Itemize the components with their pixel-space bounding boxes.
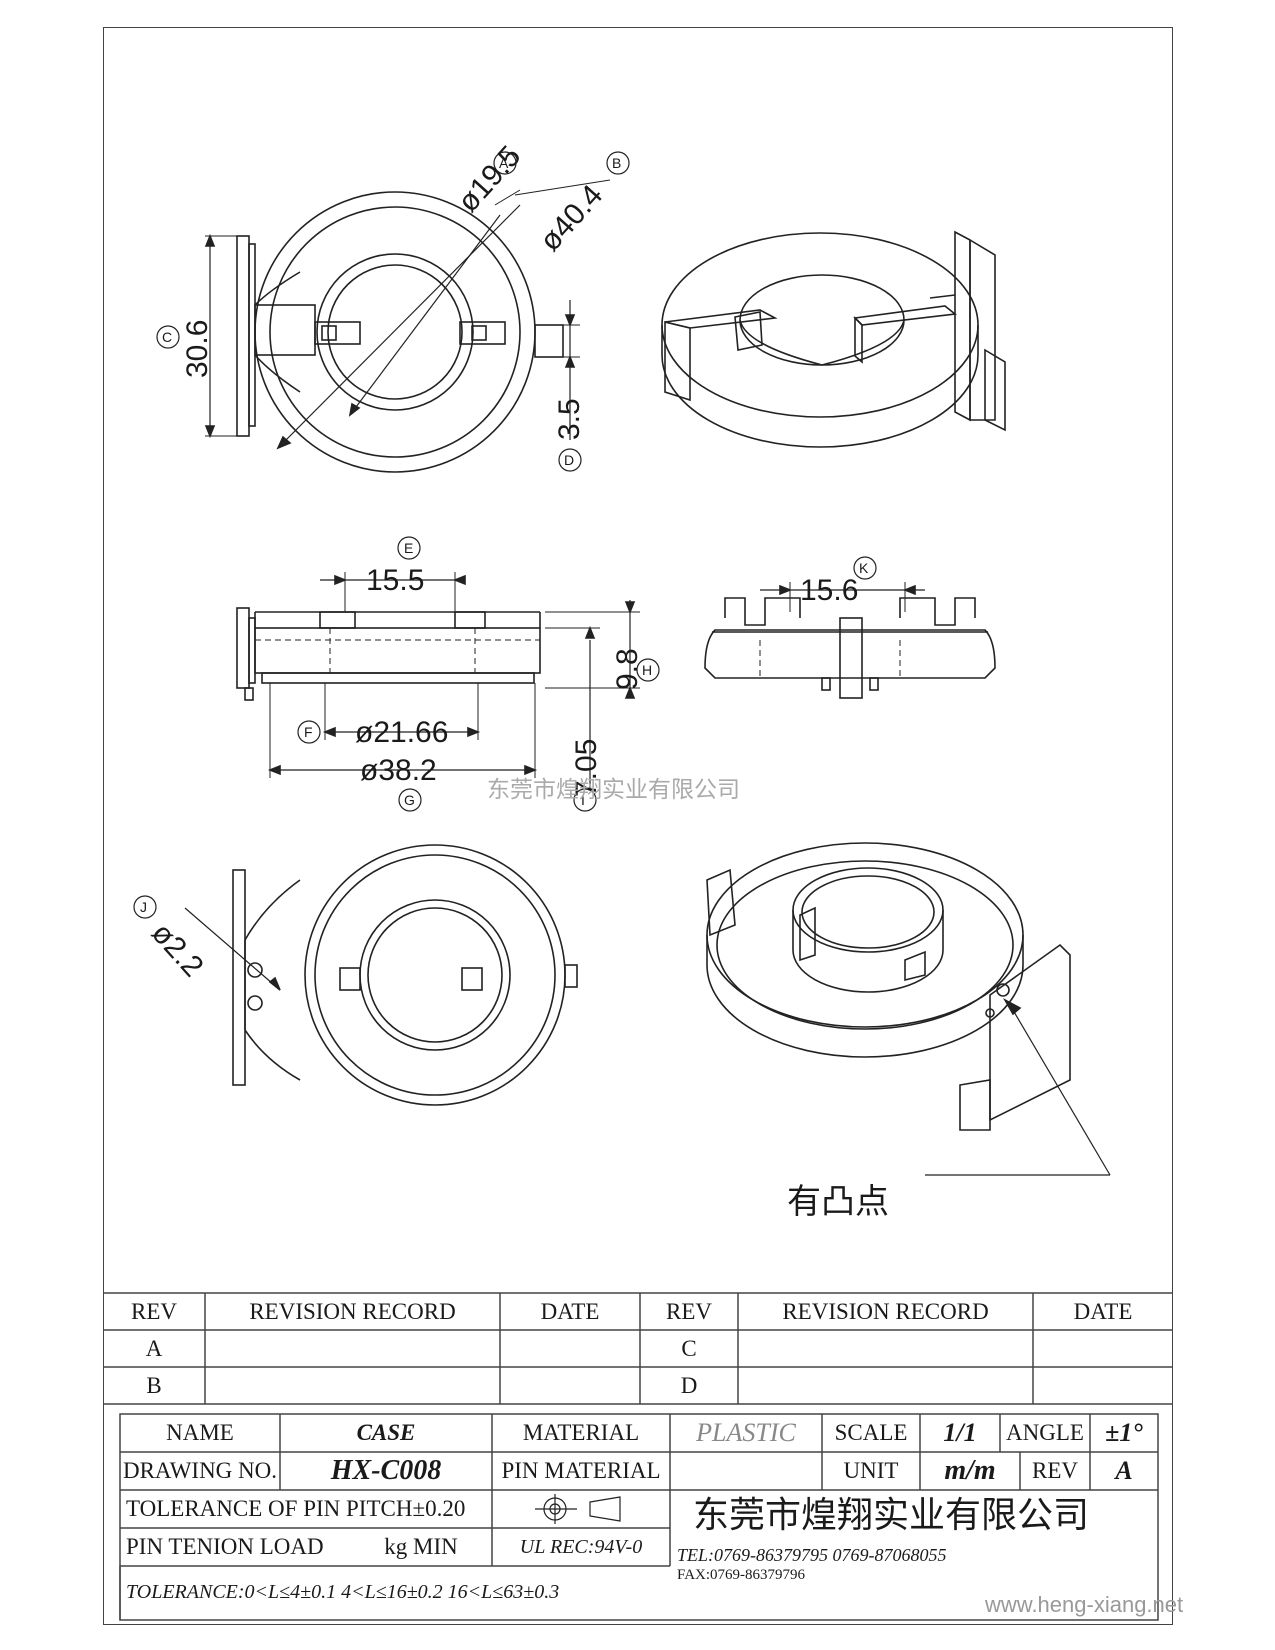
rev-header-2: REV — [666, 1298, 712, 1324]
rev-row-c: C — [681, 1335, 697, 1361]
scale-label: SCALE — [834, 1420, 908, 1445]
pin-material-label: PIN MATERIAL — [501, 1458, 661, 1483]
material-value: PLASTIC — [696, 1418, 796, 1447]
label-i: I — [581, 792, 585, 808]
dim-dia-f: ø21.66 — [355, 716, 449, 749]
ul-rec: UL REC:94V-0 — [519, 1535, 643, 1558]
label-k: K — [859, 560, 869, 576]
date-header-2: DATE — [1073, 1298, 1133, 1324]
iso-view-top — [661, 230, 1006, 448]
label-g: G — [404, 792, 415, 808]
label-j: J — [140, 899, 147, 915]
dim-height-h: 9.8 — [611, 648, 644, 690]
drawing-frame — [103, 27, 1173, 1625]
dim-height-c: 30.6 — [181, 319, 214, 378]
rev-row-d: D — [680, 1372, 698, 1398]
label-a: A — [499, 155, 509, 171]
pin-tenion-load: PIN TENION LOAD — [126, 1534, 324, 1559]
date-header-1: DATE — [540, 1298, 600, 1324]
label-h: H — [642, 662, 653, 678]
projection-symbol — [535, 1494, 621, 1524]
dim-dia-g: ø38.2 — [360, 754, 437, 787]
label-d: D — [564, 452, 575, 468]
revision-record-header-1: REVISION RECORD — [249, 1298, 456, 1324]
tolerance-pin-pitch: TOLERANCE OF PIN PITCH±0.20 — [126, 1496, 466, 1521]
revision-record-header-2: REVISION RECORD — [782, 1298, 989, 1324]
dim-slot-e: 15.5 — [366, 564, 425, 597]
rev-value: A — [1115, 1456, 1133, 1485]
website: www.heng-xiang.net — [985, 1592, 1184, 1617]
drawing-no-label: DRAWING NO. — [122, 1458, 278, 1483]
label-b: B — [612, 155, 622, 171]
iso-view-bottom — [706, 842, 1111, 1176]
part-name: CASE — [356, 1420, 416, 1445]
company-tel: TEL:0769-86379795 0769-87068055 — [677, 1545, 947, 1565]
rev-header-1: REV — [131, 1298, 177, 1324]
tolerance-line: TOLERANCE:0<L≤4±0.1 4<L≤16±0.2 16<L≤63±0… — [126, 1581, 560, 1603]
rev-row-a: A — [145, 1335, 163, 1361]
front-elevation — [236, 572, 640, 790]
dim-slot-k: 15.6 — [800, 574, 859, 607]
title-block-lines — [119, 1413, 1159, 1621]
label-e: E — [404, 540, 414, 556]
scale-value: 1/1 — [943, 1418, 977, 1447]
label-f: F — [304, 724, 313, 740]
company-name: 东莞市煌翔实业有限公司 — [693, 1494, 1090, 1535]
label-c: C — [162, 329, 173, 345]
angle-label: ANGLE — [1006, 1420, 1084, 1445]
watermark-company: 东莞市煌翔实业有限公司 — [487, 776, 740, 802]
rev-row-b: B — [146, 1372, 162, 1398]
company-fax: FAX:0769-86379796 — [677, 1567, 806, 1583]
material-label: MATERIAL — [522, 1420, 640, 1445]
unit-label: UNIT — [843, 1458, 899, 1483]
revision-table-lines — [103, 1292, 1173, 1405]
bottom-view — [184, 844, 578, 1106]
name-label: NAME — [166, 1420, 234, 1445]
dim-tab-d: 3.5 — [553, 398, 586, 440]
note-bump: 有凸点 — [787, 1183, 889, 1221]
top-view — [204, 179, 611, 473]
rev-label: REV — [1032, 1458, 1078, 1483]
drawing-no-value: HX-C008 — [330, 1455, 442, 1486]
label-bubbles — [133, 151, 877, 919]
angle-value: ±1° — [1105, 1418, 1143, 1447]
side-elevation — [704, 582, 996, 699]
unit-value: m/m — [944, 1455, 996, 1486]
kg-min: kg MIN — [384, 1534, 458, 1559]
